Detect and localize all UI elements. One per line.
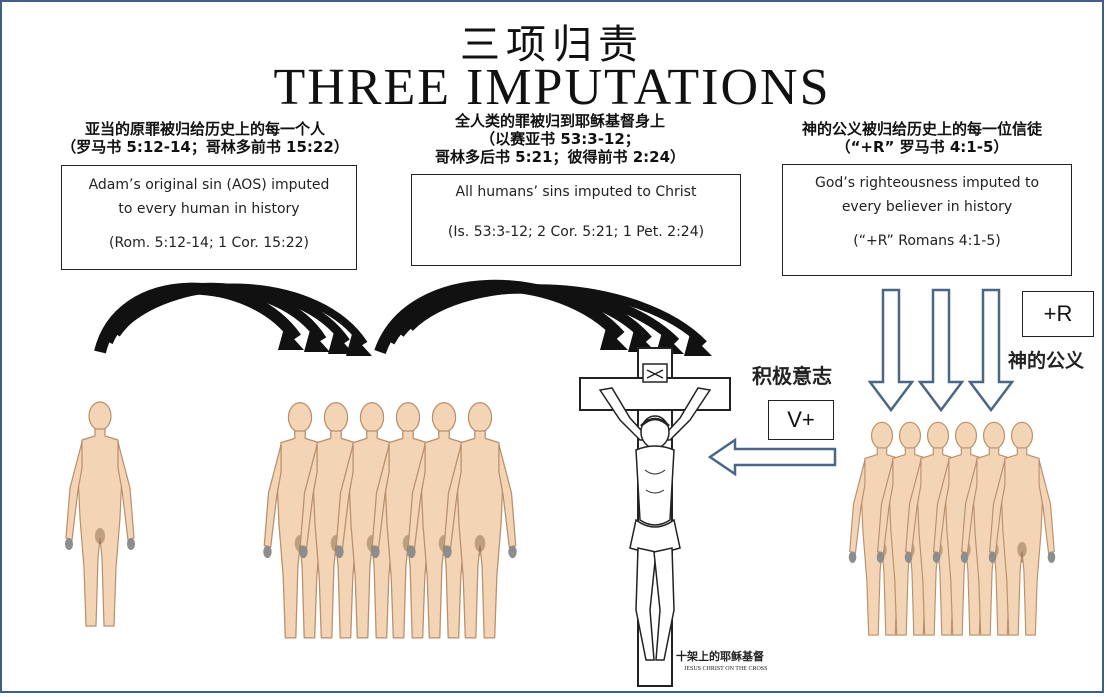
- col1-box: Adam’s original sin (AOS) imputed to eve…: [61, 165, 357, 270]
- left-arrow: [707, 437, 837, 477]
- down-arrow-2: [917, 288, 965, 413]
- col2-heading: 全人类的罪被归到耶稣基督身上 （以赛亚书 53:3-12； 哥林多后书 5:21…: [395, 112, 725, 166]
- humanity-crowd: [262, 402, 518, 639]
- col2-heading-line1: 全人类的罪被归到耶稣基督身上: [454, 112, 665, 130]
- col3-heading: 神的公义被归给历史上的每一位信徒 （“+R” 罗马书 4:1-5）: [752, 120, 1092, 156]
- down-arrow-3: [967, 288, 1015, 413]
- col2-heading-line2: （以赛亚书 53:3-12；: [480, 130, 640, 148]
- col1-heading-line2: （罗马书 5:12-14；哥林多前书 15:22）: [61, 138, 349, 156]
- crucifix: [579, 347, 731, 687]
- col3-heading-line2: （“+R” 罗马书 4:1-5）: [835, 138, 1009, 156]
- curved-arrows-middle: [374, 279, 712, 356]
- col2-box: All humans’ sins imputed to Christ (Is. …: [411, 174, 741, 266]
- title-chinese: 三项归责: [460, 22, 644, 68]
- col2-box-line1: All humans’ sins imputed to Christ: [455, 184, 697, 200]
- curved-arrows-left: [94, 282, 372, 356]
- col3-box-line2: every believer in history: [841, 199, 1013, 215]
- plus-r-box: +R: [1022, 291, 1094, 337]
- down-arrows: [867, 288, 1015, 413]
- cross-caption-cn: 十架上的耶稣基督: [676, 650, 764, 663]
- col2-heading-line3: 哥林多后书 5:21；彼得前书 2:24）: [434, 148, 686, 166]
- col1-heading: 亚当的原罪被归给历史上的每一个人 （罗马书 5:12-14；哥林多前书 15:2…: [40, 120, 370, 156]
- positive-volition-label: 积极意志: [752, 364, 832, 388]
- v-plus-box: V+: [768, 400, 834, 440]
- cross-caption-en: JESUS CHRIST ON THE CROSS: [684, 666, 768, 672]
- col1-box-line2: to every human in history: [118, 201, 300, 217]
- believers-crowd: [848, 421, 1056, 636]
- col3-box-ref: (“+R” Romans 4:1-5): [853, 233, 1001, 249]
- col3-heading-line1: 神的公义被归给历史上的每一位信徒: [801, 120, 1042, 138]
- gods-righteousness-label: 神的公义: [1008, 350, 1085, 372]
- title-english: THREE IMPUTATIONS: [273, 59, 831, 116]
- col3-box: God’s righteousness imputed to every bel…: [782, 164, 1072, 276]
- col3-box-line1: God’s righteousness imputed to: [814, 175, 1040, 191]
- col1-box-line1: Adam’s original sin (AOS) imputed: [88, 177, 330, 193]
- single-human-figure: [64, 401, 136, 627]
- down-arrow-1: [867, 288, 915, 413]
- col2-box-ref: (Is. 53:3-12; 2 Cor. 5:21; 1 Pet. 2:24): [447, 224, 705, 240]
- col1-box-ref: (Rom. 5:12-14; 1 Cor. 15:22): [108, 235, 309, 251]
- col1-heading-line1: 亚当的原罪被归给历史上的每一个人: [84, 120, 325, 138]
